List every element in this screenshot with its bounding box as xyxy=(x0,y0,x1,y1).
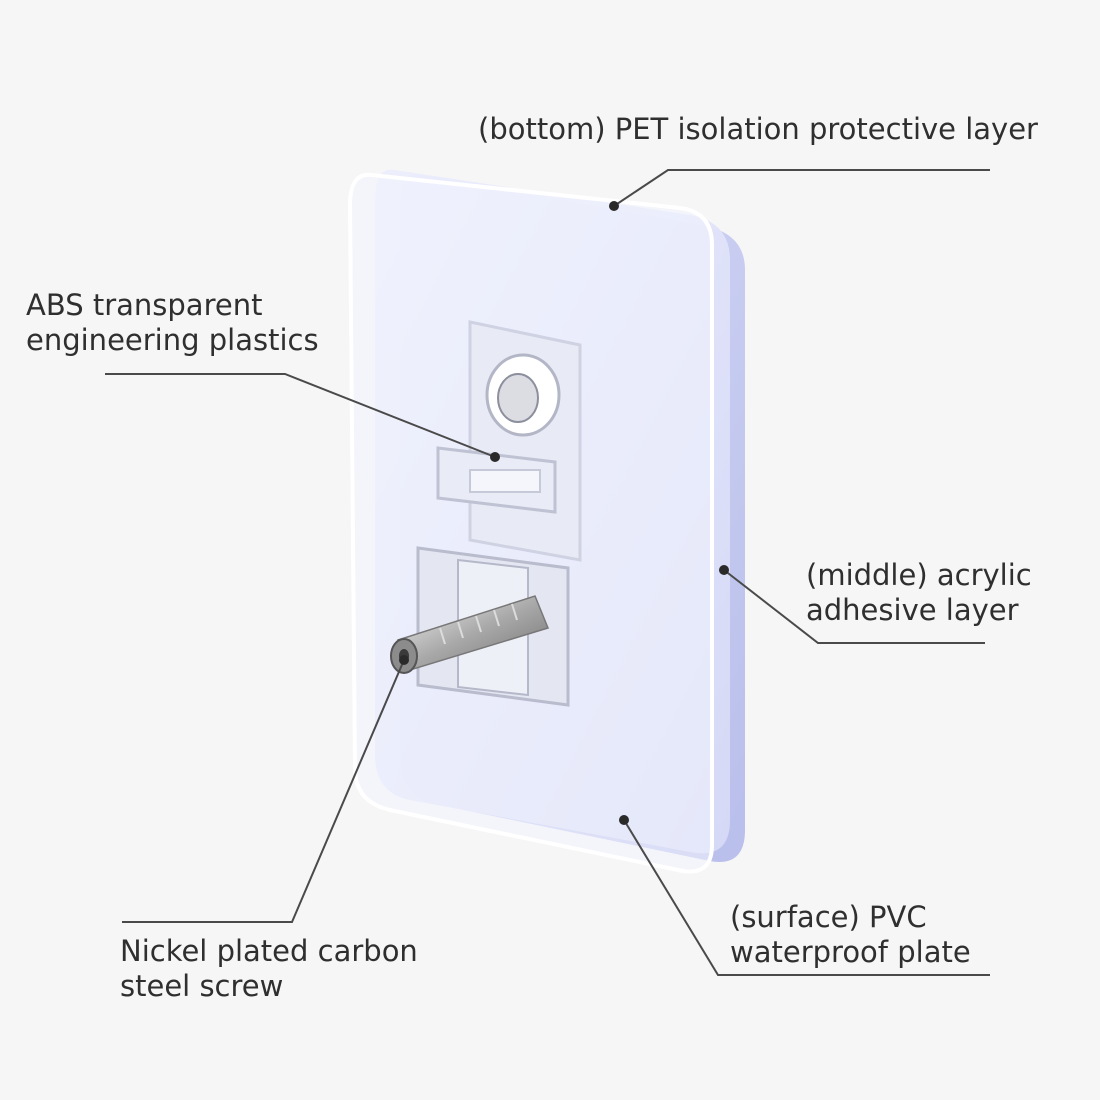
label-acrylic-line-1: (middle) acrylic xyxy=(806,558,1032,593)
label-pvc-line-2: waterproof plate xyxy=(730,935,971,970)
label-acrylic-line-2: adhesive layer xyxy=(806,593,1032,628)
label-acrylic-layer: (middle) acrylic adhesive layer xyxy=(806,558,1032,628)
dot-abs xyxy=(490,452,500,462)
label-pet-line-1: (bottom) PET isolation protective layer xyxy=(478,112,1038,147)
label-screw: Nickel plated carbon steel screw xyxy=(120,934,418,1004)
label-pet-layer: (bottom) PET isolation protective layer xyxy=(478,112,1038,147)
leader-pet xyxy=(614,170,990,206)
label-pvc-plate: (surface) PVC waterproof plate xyxy=(730,900,971,970)
label-abs-line-2: engineering plastics xyxy=(26,323,319,358)
label-abs-line-1: ABS transparent xyxy=(26,288,319,323)
dot-screw xyxy=(399,655,409,665)
label-screw-line-2: steel screw xyxy=(120,969,418,1004)
label-screw-line-1: Nickel plated carbon xyxy=(120,934,418,969)
label-pvc-line-1: (surface) PVC xyxy=(730,900,971,935)
dot-pvc xyxy=(619,815,629,825)
dot-pet xyxy=(609,201,619,211)
dot-acrylic xyxy=(719,565,729,575)
label-abs-plastic: ABS transparent engineering plastics xyxy=(26,288,319,358)
